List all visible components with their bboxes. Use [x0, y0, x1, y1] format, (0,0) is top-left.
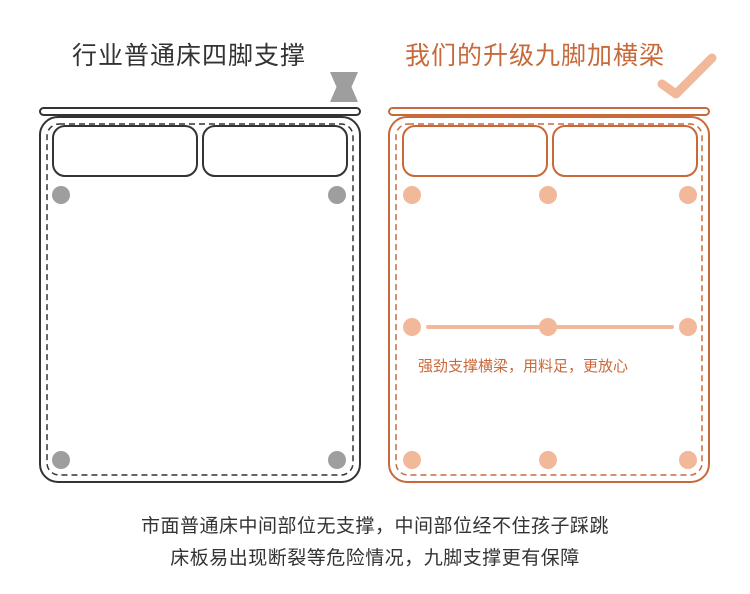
right-bed-diagram	[388, 107, 710, 483]
caption-line-2: 床板易出现断裂等危险情况，九脚支撑更有保障	[170, 547, 580, 569]
leg-dot	[539, 186, 557, 204]
left-legs	[52, 186, 346, 469]
left-bed-diagram	[39, 107, 361, 483]
left-pillow-2	[202, 125, 348, 177]
leg-dot	[679, 451, 697, 469]
right-bed-frame	[388, 116, 710, 483]
leg-dot	[403, 186, 421, 204]
leg-dot	[328, 186, 346, 204]
right-legs	[403, 186, 697, 469]
right-pillow-2	[552, 125, 698, 177]
right-panel-title: 我们的升级九脚加横梁	[405, 41, 666, 70]
leg-dot	[403, 318, 421, 336]
left-panel-title: 行业普通床四脚支撑	[72, 41, 307, 70]
right-headboard	[388, 107, 710, 116]
right-mattress-stitching	[395, 123, 703, 476]
cross-icon	[330, 72, 358, 102]
check-icon	[657, 53, 717, 99]
left-pillow-1	[52, 125, 198, 177]
right-pillow-1	[402, 125, 548, 177]
leg-dot	[328, 451, 346, 469]
leg-dot	[52, 186, 70, 204]
left-headboard	[39, 107, 361, 116]
caption-line-1: 市面普通床中间部位无支撑，中间部位经不住孩子踩跳	[140, 515, 609, 537]
leg-dot	[679, 318, 697, 336]
left-bed-frame	[39, 116, 361, 483]
leg-dot	[679, 186, 697, 204]
left-mattress-stitching	[46, 123, 354, 476]
leg-dot	[539, 318, 557, 336]
beam-note: 强劲支撑横梁，用料足，更放心	[418, 357, 629, 375]
leg-dot	[403, 451, 421, 469]
leg-dot	[52, 451, 70, 469]
leg-dot	[539, 451, 557, 469]
